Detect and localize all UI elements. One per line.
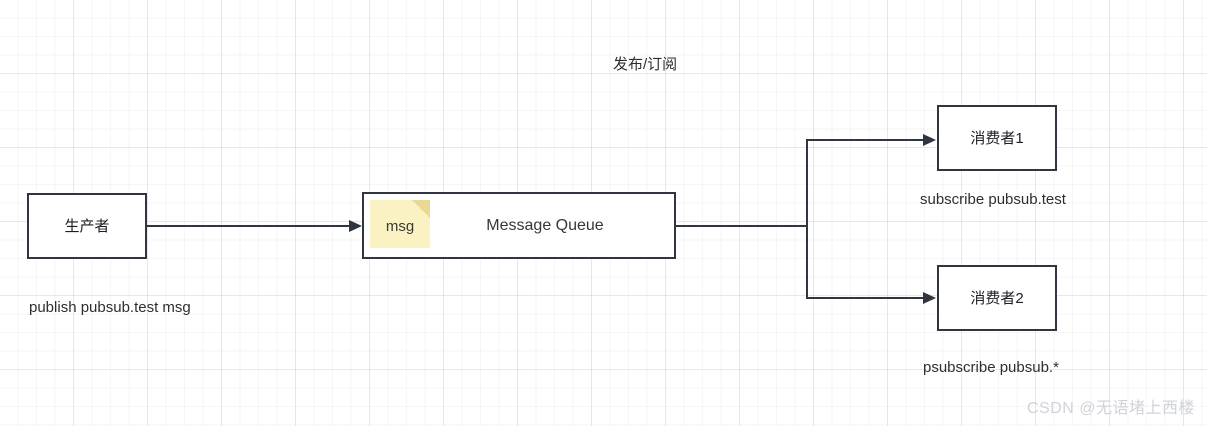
caption-publish-command: publish pubsub.test msg: [29, 299, 191, 316]
arrowhead-to-consumer2-icon: [923, 292, 936, 304]
node-consumer-2-label: 消费者2: [970, 289, 1024, 307]
msg-note-label: msg: [385, 217, 415, 235]
msg-sticky-note: msg: [370, 200, 430, 248]
edge-split-vertical: [806, 140, 808, 298]
node-producer[interactable]: 生产者: [27, 193, 147, 259]
arrowhead-to-consumer1-icon: [923, 134, 936, 146]
caption-subscribe-command: subscribe pubsub.test: [920, 191, 1066, 208]
csdn-watermark: CSDN @无语堵上西楼: [1026, 400, 1195, 417]
node-consumer-1[interactable]: 消费者1: [937, 105, 1057, 171]
edge-split-to-consumer1: [806, 139, 924, 141]
edge-queue-to-split: [676, 225, 808, 227]
pubsub-title-label: 发布/订阅: [613, 56, 678, 73]
note-folded-corner-icon: [412, 200, 430, 218]
node-message-queue[interactable]: msg Message Queue: [362, 192, 676, 259]
edge-producer-to-queue: [147, 225, 350, 227]
arrowhead-producer-to-queue-icon: [349, 220, 362, 232]
node-consumer-1-label: 消费者1: [970, 129, 1024, 147]
node-consumer-2[interactable]: 消费者2: [937, 265, 1057, 331]
caption-psubscribe-command: psubscribe pubsub.*: [923, 359, 1059, 376]
node-producer-label: 生产者: [64, 217, 110, 235]
node-message-queue-label: Message Queue: [486, 216, 604, 234]
edge-split-to-consumer2: [806, 297, 924, 299]
